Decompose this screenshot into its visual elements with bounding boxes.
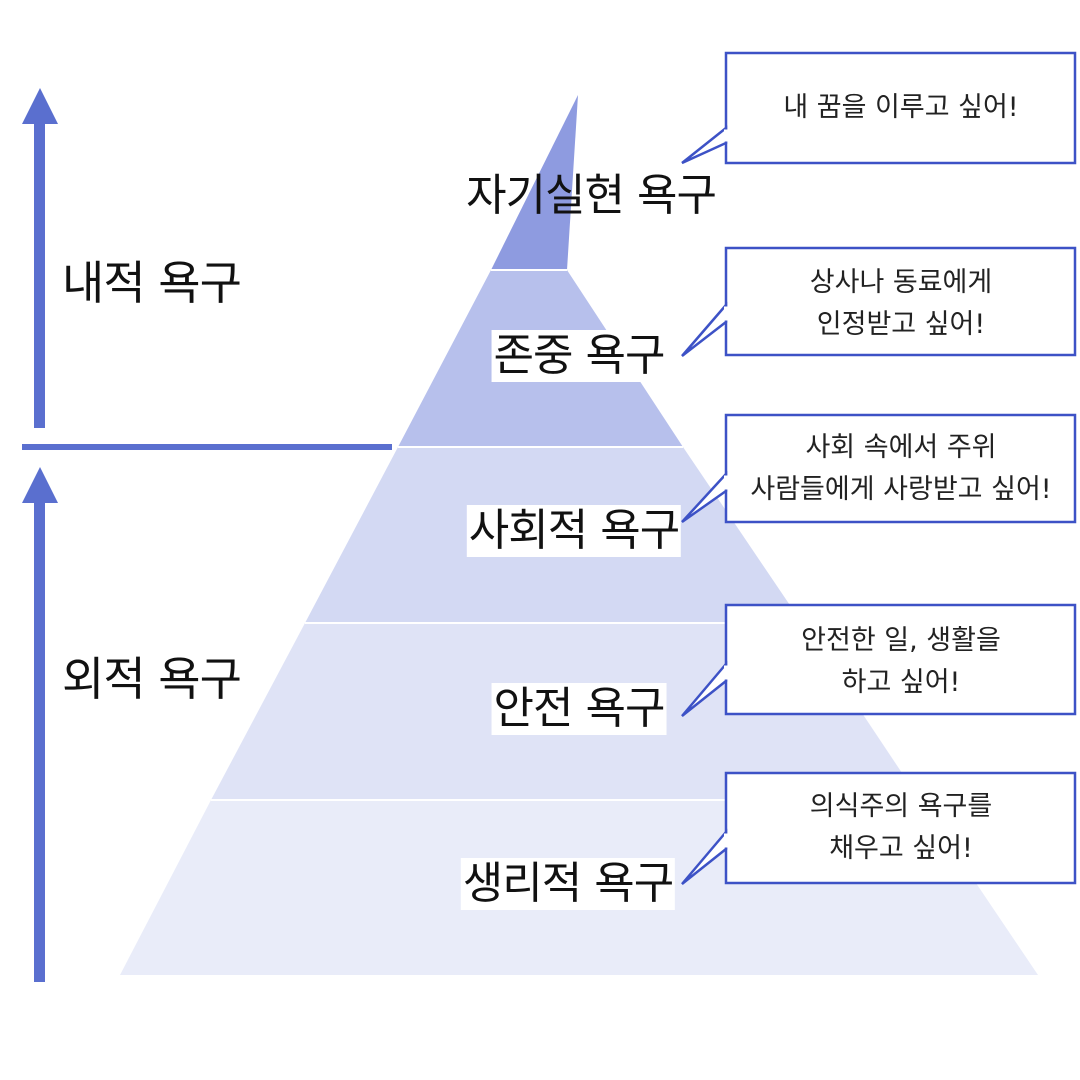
inner-needs-label: 내적 욕구: [62, 256, 242, 310]
bubble-text-esteem: 상사나 동료에게 인정받고 싶어!: [728, 262, 1074, 346]
bubble-line: 사람들에게 사랑받고 싶어!: [750, 474, 1052, 505]
outer-needs-label: 외적 욕구: [62, 652, 242, 706]
inner-arrow-shaft: [34, 118, 45, 428]
level-label-self-actualization: 자기실현 욕구: [466, 170, 717, 221]
speech-bubble-self-actualization: [681, 51, 1077, 165]
inner-arrow-head: [22, 88, 58, 124]
speech-bubble-safety: [681, 603, 1077, 717]
inner-outer-separator: [22, 444, 392, 450]
level-label-safety: 안전 욕구: [491, 683, 667, 735]
bubble-line: 내 꿈을 이루고 싶어!: [783, 92, 1019, 123]
bubble-text-self-actualization: 내 꿈을 이루고 싶어!: [728, 87, 1074, 129]
outer-arrow-head: [22, 467, 58, 503]
speech-bubble-social: [681, 413, 1077, 524]
speech-bubble-physiological: [681, 771, 1077, 885]
bubble-text-social: 사회 속에서 주위 사람들에게 사랑받고 싶어!: [728, 427, 1074, 511]
speech-bubble-esteem: [681, 246, 1077, 357]
bubble-line: 사회 속에서 주위: [805, 432, 997, 463]
bubble-line: 상사나 동료에게: [809, 267, 993, 298]
bubble-line: 의식주의 욕구를: [809, 791, 993, 822]
bubble-line: 인정받고 싶어!: [816, 309, 986, 340]
bubble-line: 안전한 일, 생활을: [801, 625, 1001, 656]
level-label-social: 사회적 욕구: [466, 505, 682, 557]
outer-arrow-shaft: [34, 495, 45, 982]
level-label-physiological: 생리적 욕구: [460, 858, 676, 910]
bubble-line: 채우고 싶어!: [829, 833, 973, 864]
tier-self-actualization: [491, 95, 578, 270]
bubble-line: 하고 싶어!: [841, 667, 961, 698]
level-label-esteem: 존중 욕구: [491, 330, 667, 382]
bubble-text-safety: 안전한 일, 생활을 하고 싶어!: [728, 620, 1074, 704]
bubble-text-physiological: 의식주의 욕구를 채우고 싶어!: [728, 786, 1074, 870]
